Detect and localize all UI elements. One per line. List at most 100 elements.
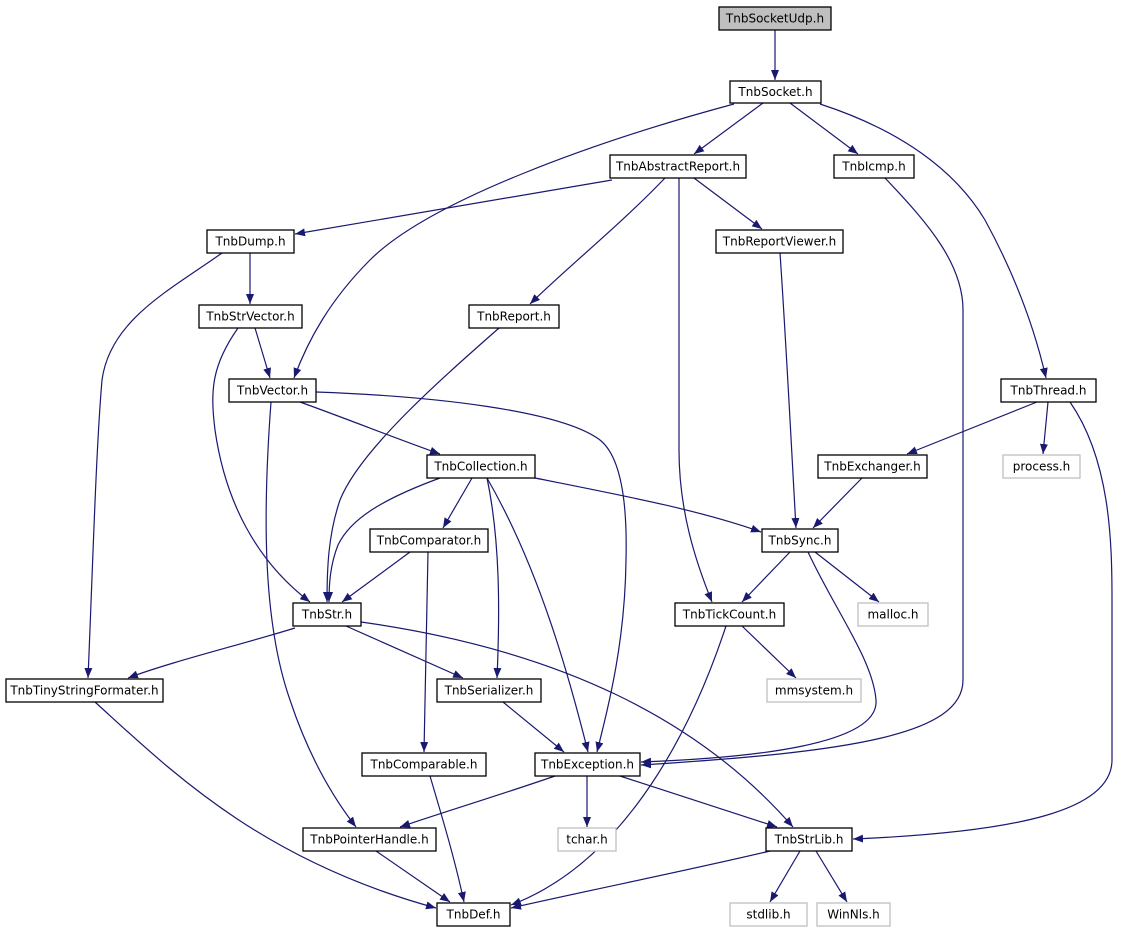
edge-line: [819, 103, 1048, 379]
node-malloc: malloc.h: [857, 602, 929, 627]
edge-line: [265, 401, 357, 828]
edge-TnbAbstractReport-to-TnbTickCount: [678, 178, 713, 603]
node-box: [729, 902, 808, 927]
node-TnbSocketUdp[interactable]: TnbSocketUdp.h: [718, 6, 832, 31]
edge-TnbReportViewer-to-TnbSync: [779, 252, 800, 529]
node-label: TnbStrVector.h: [205, 310, 294, 324]
edge-TnbStrVector-to-TnbVector: [254, 327, 271, 379]
node-TnbReport[interactable]: TnbReport.h: [468, 304, 560, 329]
edge-TnbAbstractReport-to-TnbDump: [294, 179, 613, 237]
edge-TnbCollection-to-TnbComparator: [442, 477, 473, 529]
edge-line: [1039, 401, 1049, 455]
edge-TnbCollection-to-TnbSync: [534, 477, 762, 533]
node-box: [766, 678, 862, 703]
edge-line: [294, 179, 613, 237]
node-TnbStrVector[interactable]: TnbStrVector.h: [198, 304, 303, 329]
node-TnbIcmp[interactable]: TnbIcmp.h: [833, 154, 915, 179]
edge-TnbVector-to-TnbCollection: [299, 401, 441, 455]
node-TnbStrLib[interactable]: TnbStrLib.h: [765, 827, 853, 852]
node-label: TnbTinyStringFormater.h: [9, 684, 158, 698]
edge-TnbSocket-to-TnbAbstractReport: [693, 102, 764, 155]
node-box: [729, 80, 822, 104]
node-label: TnbTickCount.h: [682, 608, 776, 622]
edge-line: [693, 177, 763, 230]
node-TnbSync[interactable]: TnbSync.h: [761, 528, 839, 553]
node-TnbThread[interactable]: TnbThread.h: [1000, 378, 1097, 403]
node-box: [5, 678, 164, 703]
nodes-layer: TnbSocketUdp.hTnbSocket.hTnbAbstractRepo…: [5, 6, 1097, 927]
edge-TnbThread-to-TnbExchanger: [906, 401, 1038, 455]
edge-TnbExchanger-to-TnbSync: [812, 477, 863, 529]
node-label: TnbSync.h: [768, 534, 832, 548]
node-TnbStr[interactable]: TnbStr.h: [292, 602, 362, 627]
node-box: [674, 602, 785, 627]
edge-TnbStrLib-to-TnbDef: [510, 850, 771, 910]
edge-TnbReport-to-TnbStr: [323, 327, 500, 603]
edge-line: [254, 327, 271, 379]
edge-line: [399, 775, 556, 828]
edge-line: [640, 177, 964, 769]
edge-TnbStrVector-to-TnbStr: [212, 327, 311, 603]
node-box: [426, 454, 536, 479]
node-label: TnbDump.h: [214, 235, 285, 249]
node-label: TnbStr.h: [301, 608, 352, 622]
node-label: stdlib.h: [746, 908, 790, 922]
node-process: process.h: [1002, 454, 1081, 479]
edge-TnbAbstractReport-to-TnbReport: [529, 177, 666, 305]
node-box: [817, 454, 928, 479]
node-box: [609, 154, 747, 179]
node-label: TnbPointerHandle.h: [309, 833, 428, 847]
edge-line: [127, 627, 296, 679]
node-box: [1000, 378, 1097, 403]
node-TnbAbstractReport[interactable]: TnbAbstractReport.h: [609, 154, 747, 179]
node-box: [761, 528, 839, 553]
node-label: malloc.h: [867, 608, 918, 622]
node-TnbComparable[interactable]: TnbComparable.h: [361, 752, 487, 777]
edge-line: [212, 327, 311, 603]
node-TnbVector[interactable]: TnbVector.h: [228, 378, 317, 403]
node-box: [198, 304, 303, 329]
node-TnbDef[interactable]: TnbDef.h: [436, 902, 511, 927]
node-label: TnbCollection.h: [433, 460, 527, 474]
node-TnbTinyStringFormater[interactable]: TnbTinyStringFormater.h: [5, 678, 164, 703]
edge-line: [375, 850, 451, 903]
node-label: TnbThread.h: [1010, 384, 1087, 398]
edge-line: [906, 401, 1038, 455]
node-TnbException[interactable]: TnbException.h: [534, 752, 641, 777]
edge-TnbComparator-to-TnbStr: [341, 551, 411, 603]
edge-TnbCollection-to-TnbSerializer: [486, 477, 502, 679]
edge-TnbSync-to-malloc: [814, 551, 880, 603]
node-box: [857, 602, 929, 627]
node-label: TnbExchanger.h: [823, 460, 920, 474]
edge-TnbSync-to-TnbTickCount: [741, 551, 791, 603]
node-TnbDump[interactable]: TnbDump.h: [206, 229, 295, 254]
node-box: [557, 827, 617, 852]
edge-TnbStr-to-TnbSerializer: [345, 625, 464, 679]
edge-line: [640, 551, 877, 766]
node-TnbCollection[interactable]: TnbCollection.h: [426, 454, 536, 479]
node-box: [534, 752, 641, 777]
edge-line: [510, 850, 771, 910]
node-label: TnbIcmp.h: [841, 160, 905, 174]
edge-TnbTickCount-to-TnbDef: [510, 625, 727, 906]
edge-line: [741, 551, 791, 603]
node-TnbTickCount[interactable]: TnbTickCount.h: [674, 602, 785, 627]
node-label: TnbStrLib.h: [774, 833, 844, 847]
edge-TnbSocket-to-TnbIcmp: [789, 102, 859, 155]
node-TnbComparator[interactable]: TnbComparator.h: [369, 528, 489, 553]
node-box: [1002, 454, 1081, 479]
edge-line: [323, 327, 500, 603]
edge-line: [502, 701, 565, 753]
node-box: [468, 304, 560, 329]
node-TnbSerializer[interactable]: TnbSerializer.h: [436, 678, 542, 703]
node-TnbExchanger[interactable]: TnbExchanger.h: [817, 454, 928, 479]
edge-TnbCollection-to-TnbException: [486, 477, 590, 753]
edge-TnbStrLib-to-WinNls: [815, 850, 848, 903]
node-TnbSocket[interactable]: TnbSocket.h: [729, 80, 822, 104]
node-TnbReportViewer[interactable]: TnbReportViewer.h: [715, 229, 844, 254]
node-box: [833, 154, 915, 179]
edge-line: [529, 177, 666, 305]
node-label: WinNls.h: [827, 908, 880, 922]
node-TnbPointerHandle[interactable]: TnbPointerHandle.h: [302, 827, 437, 852]
edge-line: [345, 625, 464, 679]
